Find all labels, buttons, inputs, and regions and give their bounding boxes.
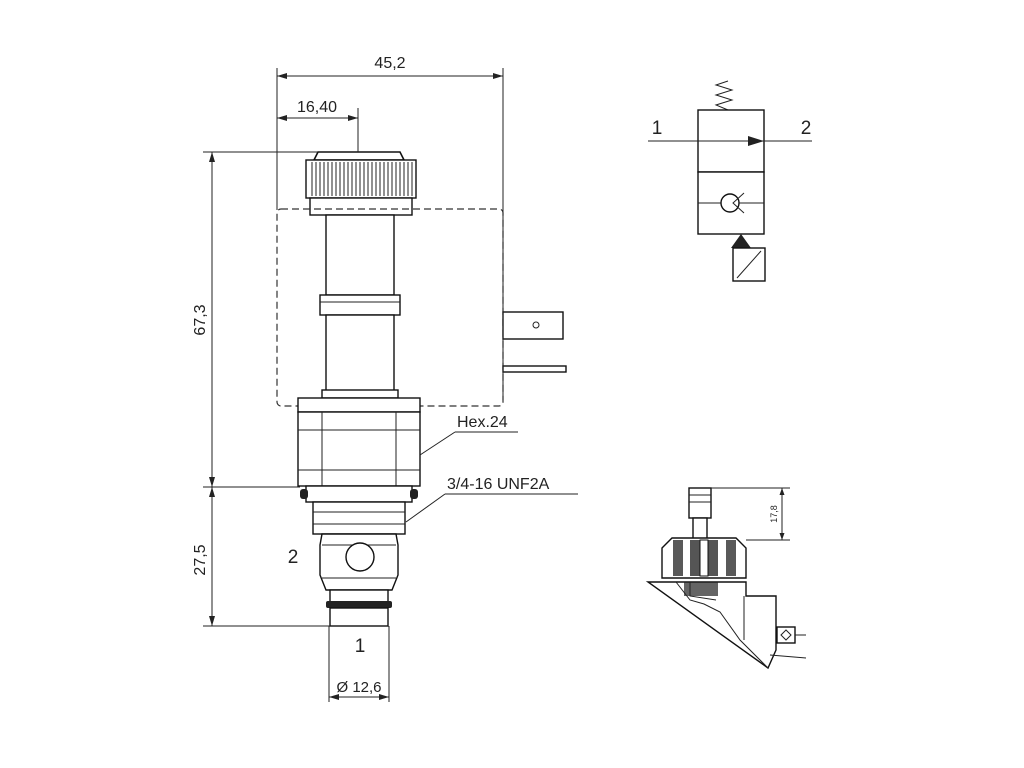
thread-callout: 3/4-16 UNF2A [447, 476, 550, 493]
port-1-label: 1 [355, 636, 366, 657]
dim-overall-width: 45,2 [374, 55, 405, 72]
hydraulic-symbol [648, 80, 812, 282]
dim-cartridge-length: 27,5 [192, 544, 209, 575]
cavity-dimension: 17,8 [769, 505, 779, 523]
hex-nut [297, 411, 421, 487]
symbol-port-2: 2 [801, 118, 812, 139]
dim-body-height: 67,3 [192, 304, 209, 335]
knurl-texture [311, 162, 413, 196]
valve-outline [276, 151, 567, 627]
thread-section [312, 501, 406, 535]
side-port-hole [345, 542, 375, 572]
symbol-port-1: 1 [652, 118, 663, 139]
terminal-pin [502, 365, 567, 373]
dimension-lines [203, 68, 578, 702]
port-2-label: 2 [288, 547, 299, 568]
dim-diameter: Ø 12,6 [336, 679, 381, 696]
dim-cap-offset: 16,40 [297, 99, 337, 116]
hex-callout: Hex.24 [457, 414, 508, 431]
cavity-section-view [645, 487, 807, 670]
